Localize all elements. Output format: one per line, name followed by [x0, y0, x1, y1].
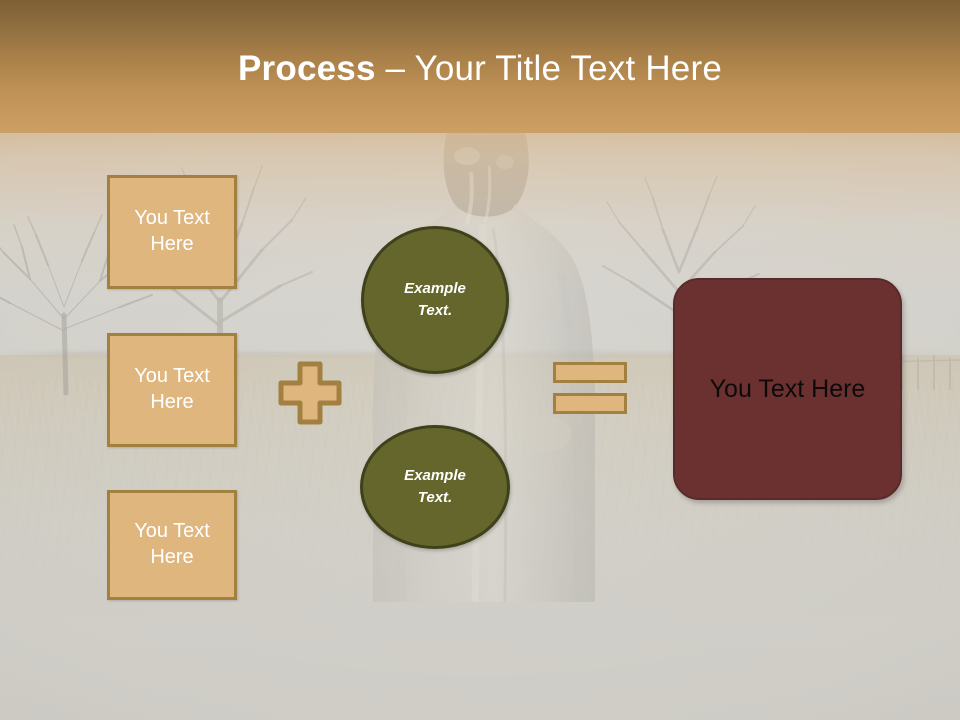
process-circle-1-label: Example Text.	[404, 278, 466, 323]
process-circle-1[interactable]: Example Text.	[361, 226, 509, 374]
input-box-1-label: You Text Here	[134, 207, 210, 255]
equals-bar-top	[553, 362, 627, 383]
page-title-rest: – Your Title Text Here	[375, 48, 722, 88]
process-circle-2[interactable]: Example Text.	[360, 425, 510, 549]
input-box-3-label: You Text Here	[134, 520, 210, 568]
process-circle-1-line1: Example	[404, 279, 466, 297]
process-circle-2-line1: Example	[404, 466, 466, 484]
process-circle-2-line2: Text.	[417, 489, 453, 506]
process-circle-2-label: Example Text.	[404, 465, 466, 510]
input-box-2-label: You Text Here	[134, 365, 210, 413]
result-box[interactable]: You Text Here	[673, 278, 902, 500]
equals-bar-bottom	[553, 393, 627, 414]
slide-header: Process – Your Title Text Here	[0, 0, 960, 133]
input-box-1[interactable]: You Text Here	[107, 175, 237, 289]
result-box-label: You Text Here	[709, 374, 866, 403]
plus-icon	[278, 361, 342, 425]
equals-icon	[553, 362, 627, 414]
process-circle-1-line2: Text.	[417, 302, 453, 319]
page-title: Process – Your Title Text Here	[238, 49, 722, 89]
input-box-3[interactable]: You Text Here	[107, 490, 237, 600]
page-title-strong: Process	[238, 48, 376, 88]
input-box-2[interactable]: You Text Here	[107, 333, 237, 447]
